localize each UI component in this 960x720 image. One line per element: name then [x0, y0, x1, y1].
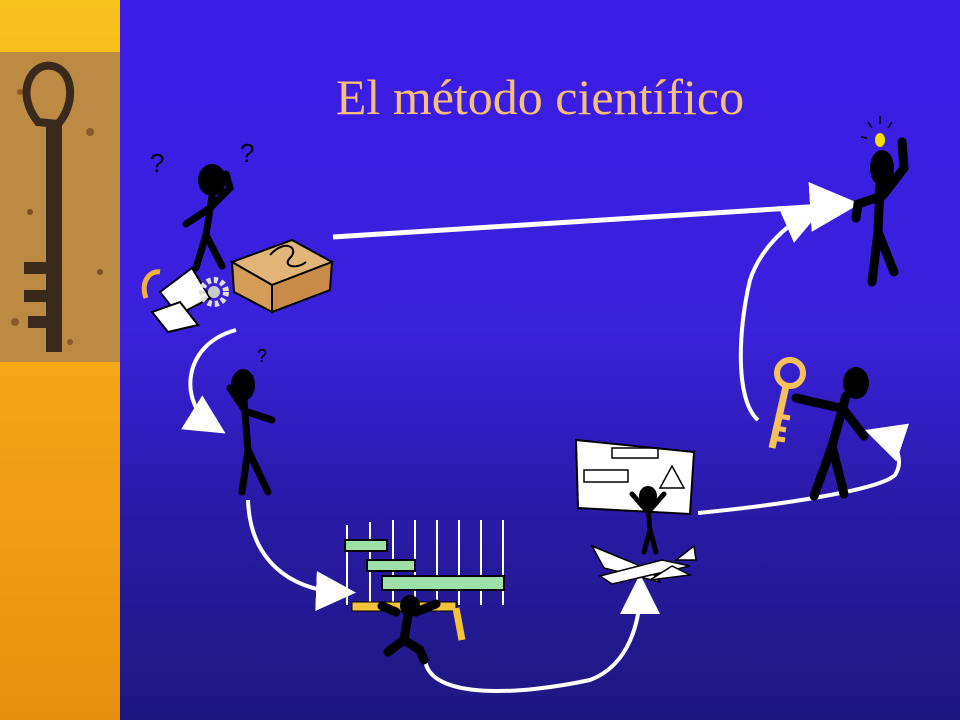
experiment-chart [344, 520, 505, 641]
arrow-analysis-to-key [697, 423, 910, 515]
key-holder-person-figure [791, 367, 869, 501]
arrow-question-to-idea [332, 181, 860, 240]
lifting-person-figure [377, 595, 441, 665]
antique-key-photo [0, 52, 120, 362]
svg-text:?: ? [150, 148, 164, 178]
svg-text:?: ? [240, 138, 254, 168]
presentation-board [574, 438, 696, 516]
arrow-key-to-idea [738, 206, 823, 422]
svg-text:?: ? [257, 346, 267, 366]
arrow-thinking-to-experiment [246, 499, 356, 612]
sidebar-strip [0, 0, 120, 720]
arrow-experiment-to-analysis [423, 574, 660, 693]
slide-background [120, 0, 960, 720]
light-bulb-icon [860, 116, 893, 147]
gear-icon [199, 277, 229, 307]
page-title: El método científico [335, 69, 745, 125]
golden-key [768, 357, 806, 449]
mystery-box [229, 238, 335, 314]
puzzled-person-figure: ? ? [150, 138, 254, 272]
arrow-question-to-thinking [181, 328, 237, 434]
presenter-person-figure [629, 486, 667, 555]
idea-person-figure [851, 137, 909, 287]
broken-pieces [590, 544, 697, 585]
thinking-person-figure: ? [226, 346, 276, 496]
paper-sheets [141, 266, 212, 334]
